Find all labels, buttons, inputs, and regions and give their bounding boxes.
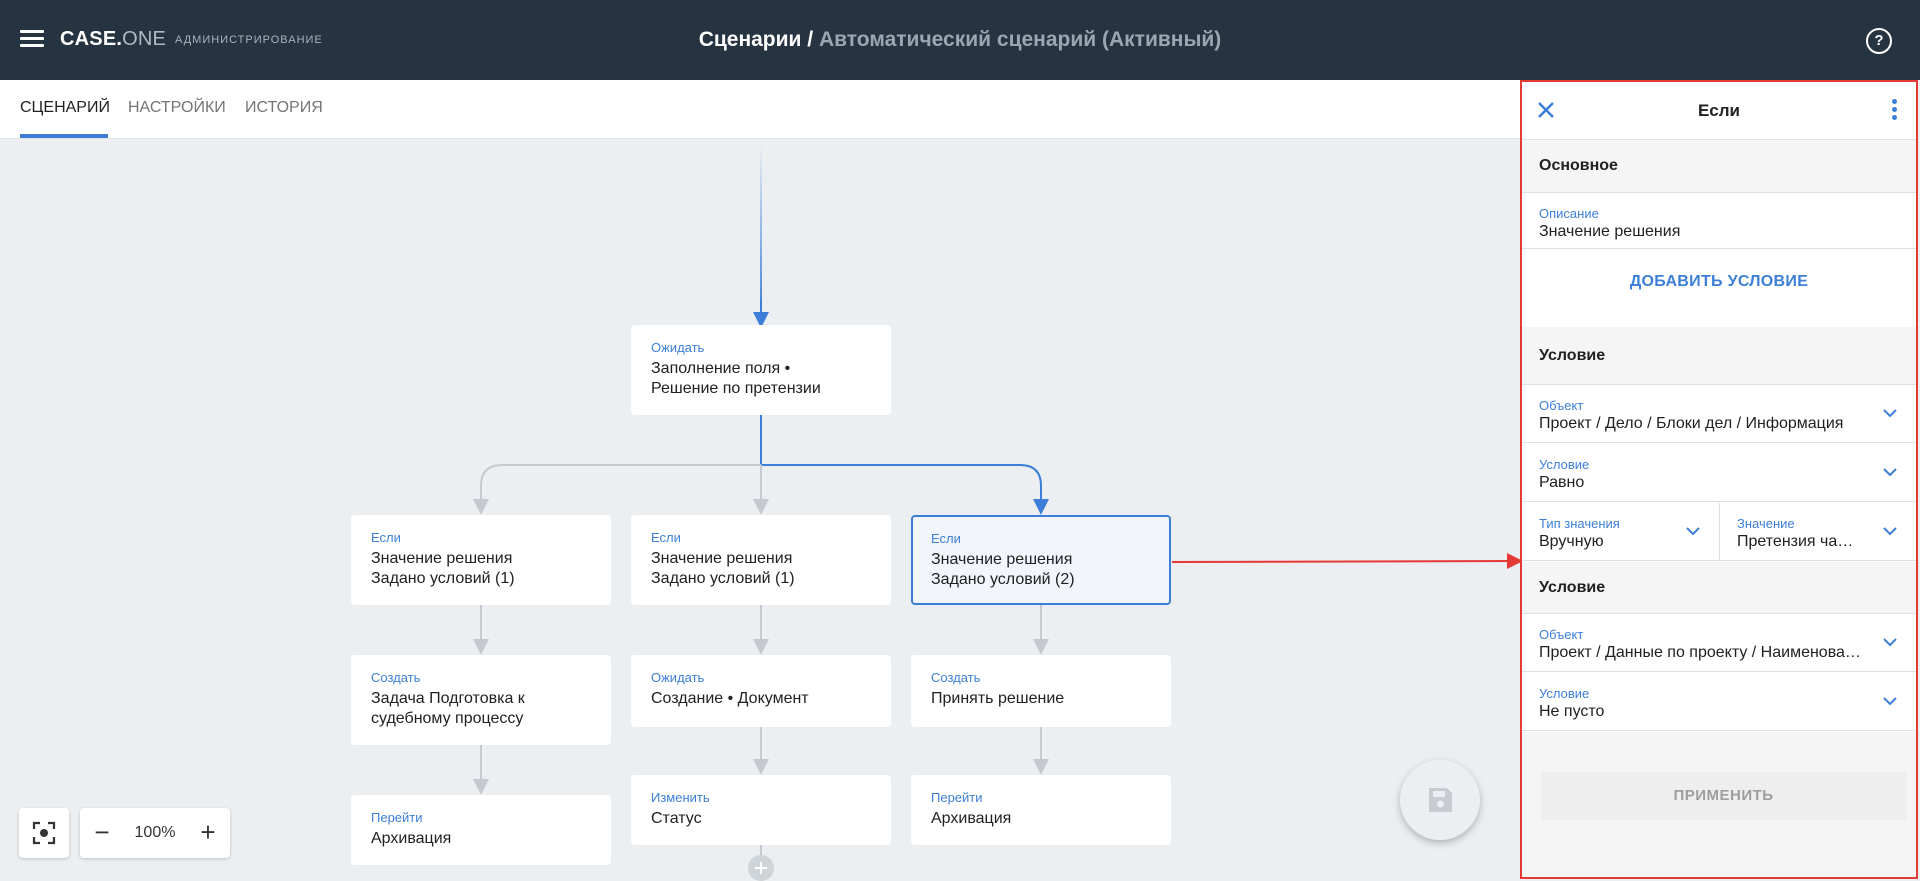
field-value: Вручную [1539, 533, 1604, 550]
condition-1-operator-select[interactable]: Условие Равно [1522, 444, 1916, 502]
field-label: Условие [1539, 457, 1590, 472]
more-options-icon[interactable] [1886, 98, 1902, 122]
logo-main: CASE. [60, 28, 123, 50]
add-condition-button[interactable]: ДОБАВИТЬ УСЛОВИЕ [1629, 273, 1809, 290]
node-kind: Если [651, 530, 681, 545]
chevron-down-icon [1883, 409, 1897, 418]
zoom-level: 100% [134, 824, 176, 841]
field-label: Значение [1737, 516, 1795, 531]
field-value: Не пусто [1539, 703, 1605, 720]
field-label: Объект [1539, 398, 1584, 413]
flow-connectors [473, 145, 1523, 881]
top-bar: CASE.ONE АДМИНИСТРИРОВАНИЕ Сценарии / Ав… [0, 0, 1920, 80]
flow-node-wait-2[interactable]: Ожидать Создание • Документ [631, 655, 891, 727]
hamburger-menu-icon[interactable] [20, 30, 44, 50]
node-text: Решение по претензии [651, 380, 821, 397]
flow-node-if-3-selected[interactable]: Если Значение решения Задано условий (2) [911, 515, 1171, 605]
field-label: Объект [1539, 627, 1584, 642]
condition-1-value-select[interactable]: Значение Претензия частично [1720, 503, 1916, 561]
help-icon[interactable]: ? [1866, 28, 1892, 54]
node-text: Архивация [371, 830, 452, 847]
flow-node-create-3[interactable]: Создать Принять решение [911, 655, 1171, 727]
apply-button[interactable]: ПРИМЕНИТЬ [1541, 772, 1906, 820]
description-field[interactable]: Описание Значение решения [1522, 193, 1916, 251]
node-text: Задано условий (1) [371, 570, 515, 587]
close-icon[interactable] [1534, 98, 1558, 122]
node-text: Значение решения [371, 550, 513, 567]
node-kind: Перейти [371, 810, 423, 825]
node-kind: Создать [931, 670, 981, 685]
condition-header-2: Условие [1522, 562, 1916, 614]
node-text: судебному процессу [371, 710, 524, 727]
node-kind: Если [371, 530, 401, 545]
field-value: Проект / Данные по проекту / Наименовани… [1539, 644, 1861, 661]
node-text: Значение решения [651, 550, 793, 567]
field-value: Значение решения [1539, 223, 1681, 240]
flow-node-if-1[interactable]: Если Значение решения Задано условий (1) [351, 515, 611, 605]
flow-node-wait-root[interactable]: Ожидать Заполнение поля • Решение по пре… [631, 325, 891, 415]
section-main: Основное [1522, 140, 1916, 193]
field-label: Условие [1539, 686, 1590, 701]
fit-to-screen-button[interactable] [19, 808, 69, 858]
condition-header-1: Условие [1522, 327, 1916, 385]
condition-1-value-type-select[interactable]: Тип значения Вручную [1522, 503, 1720, 561]
field-label: Описание [1539, 206, 1599, 221]
logo-accent: ONE [122, 28, 167, 50]
flow-node-goto-1[interactable]: Перейти Архивация [351, 795, 611, 865]
flow-node-create-1[interactable]: Создать Задача Подготовка к судебному пр… [351, 655, 611, 745]
panel-title: Если [1697, 101, 1741, 120]
field-value: Проект / Дело / Блоки дел / Информация [1539, 415, 1844, 432]
node-kind: Создать [371, 670, 421, 685]
condition-1-object-select[interactable]: Объект Проект / Дело / Блоки дел / Инфор… [1522, 385, 1916, 443]
node-text: Архивация [931, 810, 1012, 827]
zoom-out-button[interactable]: − [94, 817, 110, 847]
node-text: Создание • Документ [651, 690, 809, 707]
node-text: Задано условий (1) [651, 570, 795, 587]
section-label: АДМИНИСТРИРОВАНИЕ [175, 34, 323, 46]
divider [1522, 248, 1916, 249]
zoom-control: − 100% + [80, 808, 230, 858]
entry-line [760, 145, 762, 315]
condition-2-object-select[interactable]: Объект Проект / Данные по проекту / Наим… [1522, 614, 1916, 672]
tab-history[interactable]: ИСТОРИЯ [245, 99, 323, 116]
node-text: Задано условий (2) [931, 571, 1075, 588]
node-text: Статус [651, 810, 702, 827]
tab-bar: СЦЕНАРИЙ НАСТРОЙКИ ИСТОРИЯ [0, 80, 1520, 139]
node-kind: Ожидать [651, 340, 705, 355]
tab-scenario[interactable]: СЦЕНАРИЙ [20, 80, 110, 138]
breadcrumb-current: Автоматический сценарий (Активный) [818, 28, 1222, 51]
chevron-down-icon [1686, 527, 1700, 536]
app-logo[interactable]: CASE.ONE [60, 28, 166, 51]
save-icon [1429, 788, 1452, 812]
selection-pointer [1171, 553, 1523, 570]
node-text: Заполнение поля • [651, 360, 791, 377]
node-text: Принять решение [931, 690, 1065, 707]
focus-icon [32, 821, 56, 845]
chevron-down-icon [1883, 468, 1897, 477]
chevron-down-icon [1883, 697, 1897, 706]
node-kind: Изменить [651, 790, 710, 805]
field-label: Тип значения [1539, 516, 1620, 531]
tab-settings[interactable]: НАСТРОЙКИ [128, 99, 226, 116]
save-button[interactable] [1400, 760, 1480, 840]
node-kind: Перейти [931, 790, 983, 805]
field-value: Равно [1539, 474, 1585, 491]
flow-node-change-2[interactable]: Изменить Статус [631, 775, 891, 845]
panel-header: Если [1522, 82, 1916, 140]
zoom-in-button[interactable]: + [200, 817, 216, 847]
node-kind: Если [931, 531, 961, 546]
breadcrumb: Сценарии / Автоматический сценарий (Акти… [0, 28, 1920, 52]
flow-node-if-2[interactable]: Если Значение решения Задано условий (1) [631, 515, 891, 605]
node-text: Задача Подготовка к [371, 690, 525, 707]
node-text: Значение решения [931, 551, 1073, 568]
breadcrumb-root[interactable]: Сценарии / [698, 28, 814, 51]
condition-2-operator-select[interactable]: Условие Не пусто [1522, 673, 1916, 731]
chevron-down-icon [1883, 638, 1897, 647]
field-value: Претензия частично [1737, 533, 1861, 550]
flow-node-goto-3[interactable]: Перейти Архивация [911, 775, 1171, 845]
properties-panel: Если Основное Описание Значение решения … [1520, 80, 1918, 879]
chevron-down-icon [1883, 527, 1897, 536]
node-kind: Ожидать [651, 670, 705, 685]
